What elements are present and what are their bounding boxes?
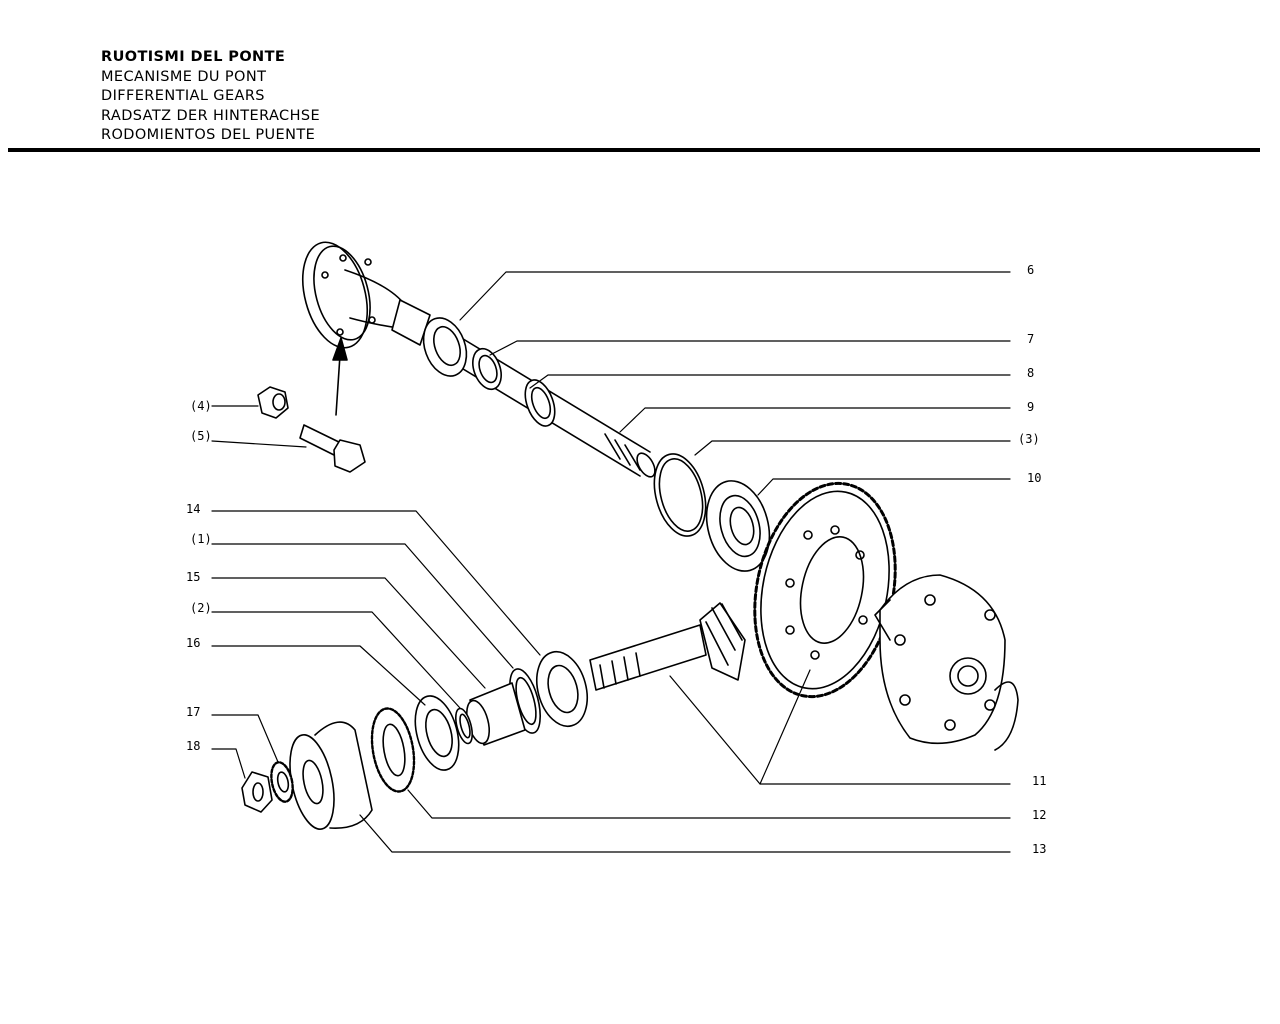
title-english: DIFFERENTIAL GEARS: [101, 88, 265, 104]
callout-13: 13: [1032, 842, 1046, 856]
callout-18: 18: [186, 739, 200, 753]
part-13-flange: [289, 721, 373, 830]
page-header: RUOTISMI DEL PONTE MECANISME DU PONT DIF…: [101, 48, 320, 146]
title-french: MECANISME DU PONT: [101, 68, 267, 85]
callout-2: (2): [190, 601, 212, 615]
part-7-ring: [472, 347, 502, 391]
part-6-bearing: [422, 317, 468, 377]
callout-3: (3): [1018, 432, 1040, 446]
axle-flange: [302, 241, 431, 349]
callout-14: 14: [186, 502, 200, 516]
callout-1: (1): [190, 532, 212, 546]
callout-7: 7: [1027, 332, 1034, 346]
callout-10: 10: [1027, 471, 1041, 485]
callout-6: 6: [1027, 263, 1034, 277]
callout-9: 9: [1027, 400, 1034, 414]
part-4-nut: [257, 386, 289, 419]
part-14-bearing: [536, 650, 588, 728]
part-18-nut: [241, 771, 273, 813]
leader-lines: [211, 271, 1011, 853]
part-10-bearing: [705, 480, 771, 572]
title-italian: RUOTISMI DEL PONTE: [101, 49, 286, 65]
pinion-shaft: [589, 602, 746, 691]
callout-8: 8: [1027, 366, 1034, 380]
part-3-seal-ring: [653, 453, 707, 537]
part-2-shim: [454, 707, 474, 745]
callout-15: 15: [186, 570, 200, 584]
part-12-oil-seal: [370, 707, 416, 793]
callout-17: 17: [186, 705, 200, 719]
part-8-collar: [524, 379, 556, 427]
callout-12: 12: [1032, 808, 1046, 822]
callout-5: (5): [190, 429, 212, 443]
callout-16: 16: [186, 636, 200, 650]
part-5-bolt: [299, 424, 366, 473]
differential-case: [874, 574, 1019, 751]
wheel-stud-arrow: [332, 337, 348, 416]
title-german: RADSATZ DER HINTERACHSE: [101, 107, 321, 124]
callout-11: 11: [1032, 774, 1046, 788]
callout-4: (4): [190, 399, 212, 413]
title-spanish: RODOMIENTOS DEL PUENTE: [101, 127, 316, 143]
header-divider: [8, 148, 1260, 152]
part-16-bearing: [414, 695, 460, 771]
